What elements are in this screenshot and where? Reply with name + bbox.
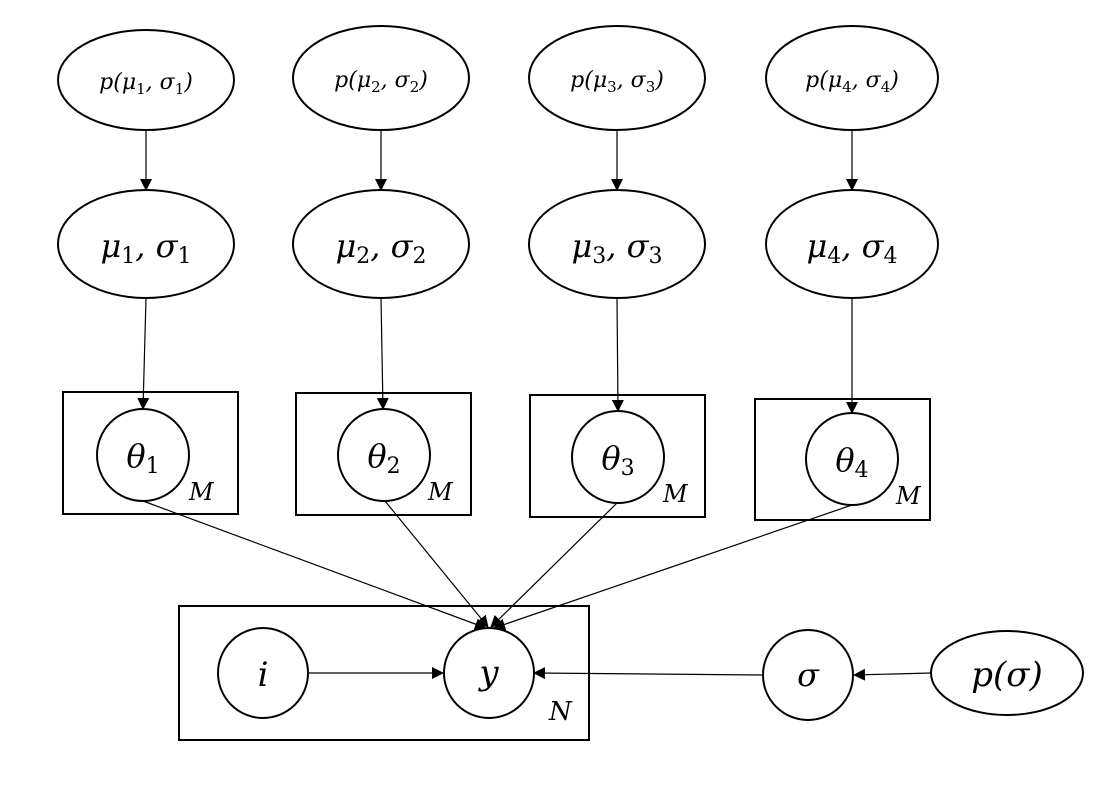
plate-m-label-4: M — [895, 482, 922, 510]
y-node — [443, 627, 535, 719]
plate-m-label-3: M — [662, 480, 689, 508]
prior-label-2: p(μ2, σ2) — [334, 68, 428, 96]
prior-label-4: p(μ4, σ4) — [805, 68, 899, 96]
plate-m-label-2: M — [427, 478, 454, 506]
group-2: p(μ2, σ2) μ2, σ2 θ2 M — [292, 25, 472, 516]
plate-m-2 — [295, 392, 472, 516]
edge-params2-theta2 — [376, 297, 389, 410]
edge-sigma-y — [533, 667, 763, 680]
sigma-label: σ — [797, 656, 820, 694]
theta-label-4: θ4 — [835, 441, 868, 483]
i-node — [217, 627, 309, 719]
prior-label-1: p(μ1, σ1) — [99, 70, 193, 98]
theta-label-2: θ2 — [367, 437, 400, 479]
prior-node-2 — [292, 25, 470, 131]
param-label-4: μ4, σ4 — [807, 227, 898, 269]
observation-group: i y N — [178, 605, 590, 741]
noise-group: σ p(σ) — [762, 629, 1084, 721]
edge-theta1-y — [142, 500, 487, 630]
param-label-2: μ2, σ2 — [336, 227, 427, 269]
param-label-1: μ1, σ1 — [101, 227, 192, 269]
plate-m-3 — [529, 394, 706, 518]
sigma-node — [762, 629, 854, 721]
y-label: y — [477, 653, 499, 693]
plate-n-label: N — [548, 697, 573, 727]
plate-m-1 — [62, 391, 239, 515]
group-3: p(μ3, σ3) μ3, σ3 θ3 M — [528, 25, 706, 518]
theta-node-1 — [96, 408, 190, 502]
edge-psigma-sigma — [853, 668, 932, 681]
prior-node-1 — [57, 29, 235, 131]
edge-params1-theta1 — [137, 297, 150, 410]
prior-label-3: p(μ3, σ3) — [570, 68, 664, 96]
i-label: i — [258, 655, 269, 695]
prior-node-4 — [765, 25, 939, 131]
param-node-3 — [528, 189, 706, 299]
group-4: p(μ4, σ4) μ4, σ4 θ4 M — [754, 25, 939, 521]
sigma-prior-label: p(σ) — [971, 655, 1043, 695]
edge-theta4-y — [493, 504, 853, 631]
group-1: p(μ1, σ1) μ1, σ1 θ1 M — [57, 29, 239, 515]
param-node-1 — [57, 189, 235, 299]
edge-params3-theta3 — [611, 297, 624, 412]
param-node-2 — [292, 189, 470, 299]
plate-m-4 — [754, 398, 931, 521]
theta-node-3 — [571, 410, 665, 504]
theta-node-4 — [805, 412, 899, 506]
plate-n — [178, 605, 590, 741]
theta-label-3: θ3 — [601, 439, 634, 481]
param-node-4 — [765, 189, 939, 299]
theta-node-2 — [337, 408, 431, 502]
sigma-prior-node — [930, 630, 1084, 716]
plate-m-label-1: M — [188, 478, 215, 506]
param-label-3: μ3, σ3 — [572, 227, 663, 269]
prior-node-3 — [528, 25, 706, 131]
edge-theta3-y — [490, 502, 618, 628]
edge-theta2-y — [384, 500, 489, 628]
theta-label-1: θ1 — [126, 437, 159, 479]
